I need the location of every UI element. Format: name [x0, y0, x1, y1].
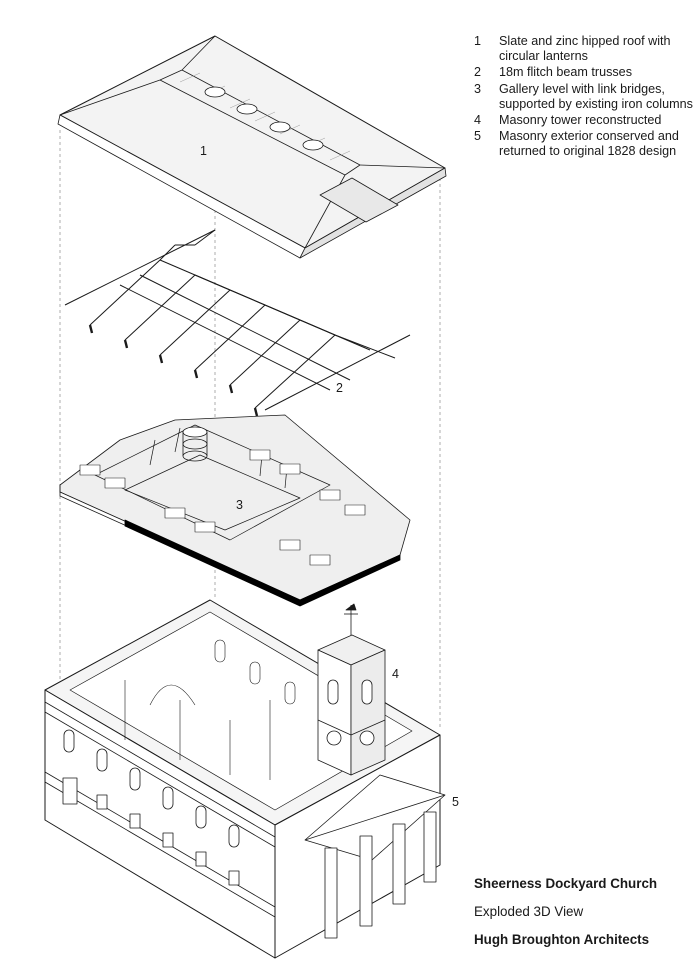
- callout-exterior: 5: [452, 795, 459, 809]
- architect-credit: Hugh Broughton Architects: [474, 932, 650, 947]
- legend-item-text: Gallery level with link bridges, support…: [499, 81, 693, 111]
- legend-item-text: Masonry tower reconstructed: [499, 113, 662, 128]
- callout-roof: 1: [200, 144, 207, 158]
- hipped-roof-layer: [57, 35, 447, 259]
- legend-item-text: Slate and zinc hipped roof with circular…: [499, 34, 671, 64]
- gallery-level-layer: [59, 414, 411, 607]
- callout-trusses: 2: [336, 381, 343, 395]
- title-block: Sheerness Dockyard Church Exploded 3D Vi…: [474, 876, 694, 948]
- legend-item-text: Masonry exterior conserved and returned …: [499, 129, 679, 159]
- arched-window-icon: [63, 729, 240, 848]
- flitch-beam-trusses-layer: [64, 229, 411, 417]
- clock-icon: [326, 730, 342, 746]
- project-title: Sheerness Dockyard Church: [474, 876, 658, 891]
- legend-item-text: 18m flitch beam trusses: [499, 65, 632, 80]
- interior-gallery-frame: [124, 639, 296, 780]
- spiral-stair-icon: [182, 426, 208, 462]
- callout-tower: 4: [392, 667, 399, 681]
- portico-column-icon: [324, 811, 437, 939]
- circular-lantern-icon: [204, 86, 324, 151]
- clock-icon: [359, 730, 375, 746]
- masonry-tower: [317, 603, 386, 776]
- callout-gallery: 3: [236, 498, 243, 512]
- weather-vane-icon: [344, 603, 358, 635]
- church-building: [44, 599, 446, 959]
- drawing-subtitle: Exploded 3D View: [474, 904, 584, 919]
